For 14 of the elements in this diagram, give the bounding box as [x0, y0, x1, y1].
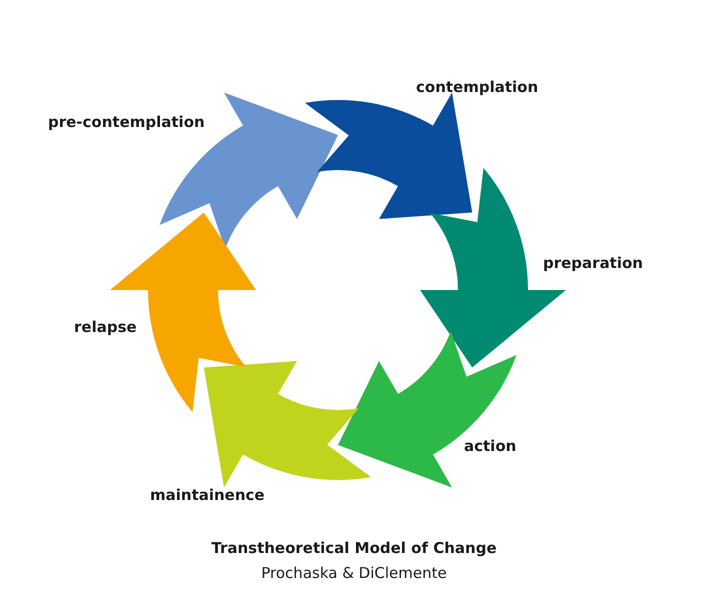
diagram-title: Transtheoretical Model of Change: [211, 539, 497, 557]
stage-label: pre-contemplation: [48, 113, 205, 131]
curved-arrow: [305, 92, 472, 219]
stage-label: maintainence: [150, 486, 265, 504]
curved-arrow: [204, 361, 371, 488]
curved-arrow: [338, 331, 516, 488]
stage-label: contemplation: [416, 78, 538, 96]
stage-label: action: [464, 437, 516, 455]
curved-arrow: [110, 212, 256, 412]
curved-arrow: [420, 168, 566, 368]
stage-label: preparation: [543, 254, 643, 272]
stage-label: relapse: [74, 318, 137, 336]
author-credit: Prochaska & DiClemente: [261, 564, 447, 582]
curved-arrow: [160, 92, 338, 249]
